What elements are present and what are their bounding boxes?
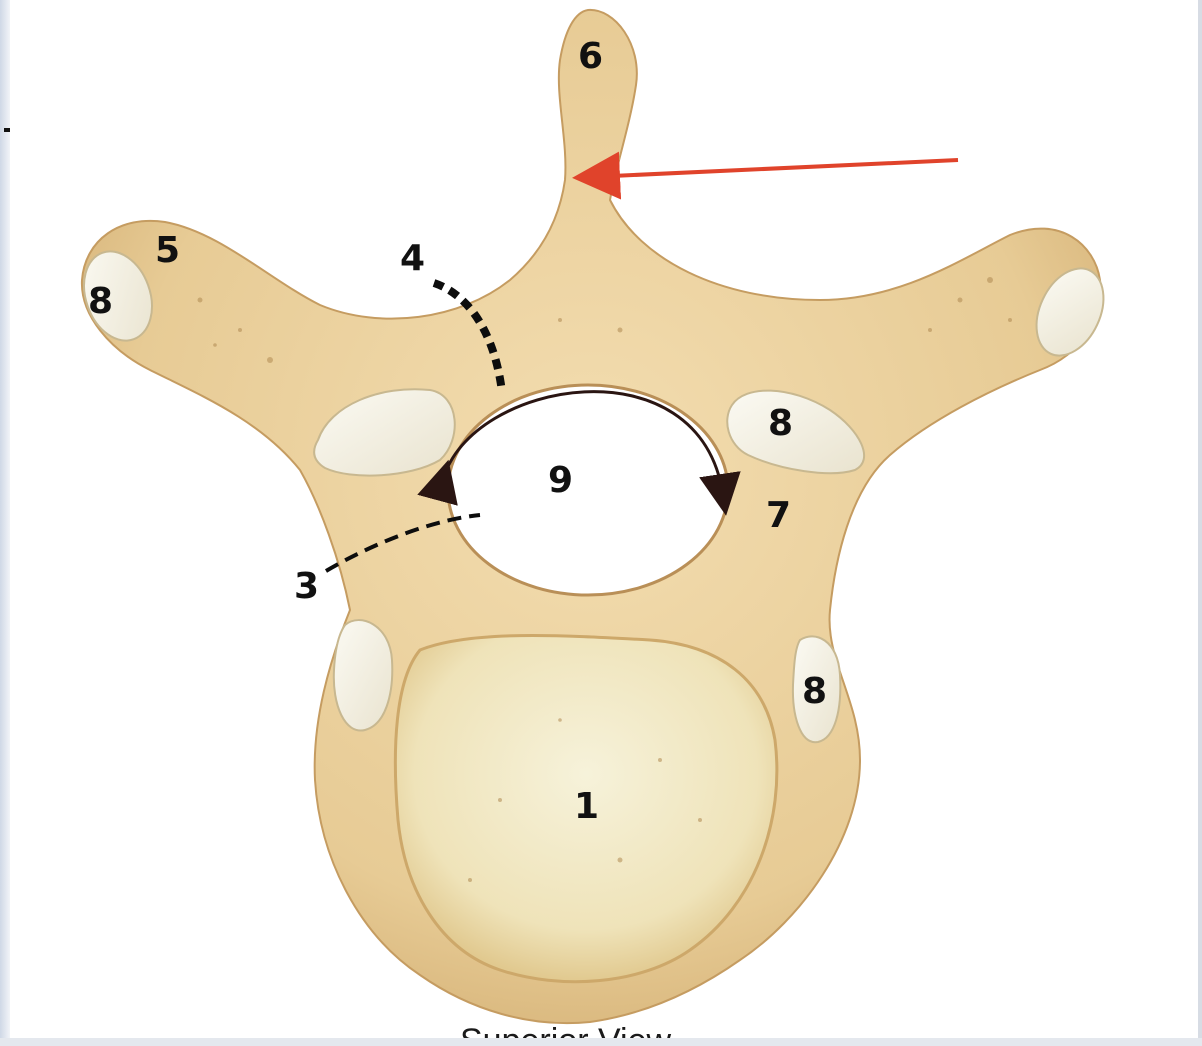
vertebral-body [393, 634, 779, 984]
facet-right-transverse [1035, 267, 1105, 357]
label-4-leader [432, 279, 506, 393]
window-bottom-edge [0, 1038, 1202, 1046]
facet-superior-right [726, 389, 866, 475]
label-foramen: 9 [548, 460, 573, 501]
label-pedicle: 7 [766, 495, 791, 536]
label-spinous-process: 6 [578, 36, 603, 77]
bone-texture [197, 277, 1012, 882]
label-transverse-process: 5 [155, 230, 180, 271]
label-facet-superior-right: 8 [768, 403, 793, 444]
foramen-double-arrow [417, 390, 741, 516]
stray-mark [4, 128, 10, 132]
label-lamina: 3 [294, 566, 319, 607]
label-4: 4 [400, 238, 425, 279]
facet-superior-left [313, 388, 456, 477]
window-right-edge [1198, 0, 1202, 1046]
facet-left-transverse [83, 250, 153, 342]
facet-body-left [332, 619, 394, 732]
label-facet-body-right: 8 [802, 671, 827, 712]
window-left-edge [0, 0, 10, 1046]
label-body: 1 [574, 786, 599, 827]
red-pointer-arrow [572, 151, 959, 200]
vertebral-foramen [446, 383, 730, 597]
facet-body-right [791, 635, 842, 744]
label-facet-left: 8 [88, 281, 113, 322]
